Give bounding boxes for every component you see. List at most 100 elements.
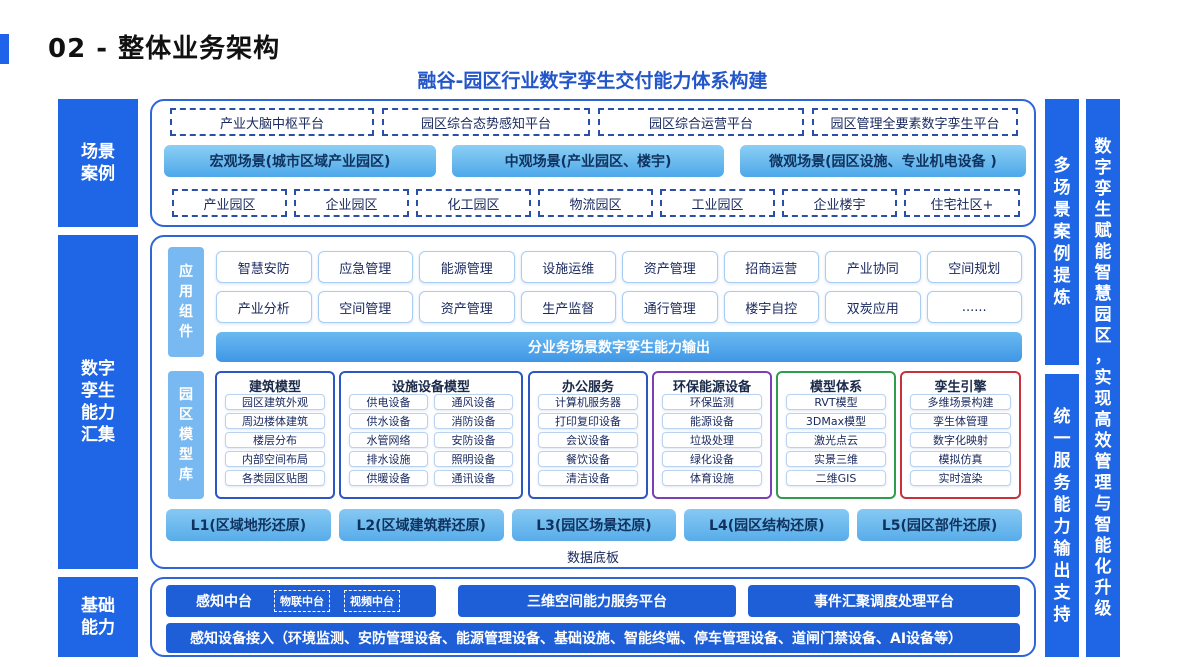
model-group-office: 办公服务 计算机服务器 打印复印设备 会议设备 餐饮设备 清洁设备 <box>528 371 648 499</box>
label-char: 场 <box>1053 178 1071 198</box>
label-char: 应 <box>179 264 193 280</box>
model-item: 供电设备 <box>349 394 428 410</box>
app-component: 空间管理 <box>317 291 413 323</box>
label-char: 管 <box>1094 451 1112 472</box>
model-item: 餐饮设备 <box>538 451 638 467</box>
group-title: 办公服务 <box>561 380 614 395</box>
label-char: 提 <box>1053 266 1071 286</box>
group-title: 设施设备模型 <box>391 380 470 395</box>
label-twin-capability: 数字 孪生 能力 汇集 <box>58 235 138 569</box>
park-type-box: 化工园区 <box>416 189 531 217</box>
platform-box: 园区管理全要素数字孪生平台 <box>812 108 1018 136</box>
app-component: 资产管理 <box>419 291 515 323</box>
label-char: 炼 <box>1053 288 1071 308</box>
scenario-meso: 中观场景(产业园区、楼宇) <box>452 145 724 177</box>
model-item: 多维场景构建 <box>910 394 1011 410</box>
platform-box: 园区综合运营平台 <box>598 108 804 136</box>
model-item: 能源设备 <box>662 413 762 429</box>
label-char: 出 <box>1053 560 1071 581</box>
app-component: 空间规划 <box>926 251 1022 283</box>
model-item: 实景三维 <box>786 451 886 467</box>
label-char: ， <box>1094 346 1112 367</box>
model-item: 体育设施 <box>662 470 762 486</box>
group-title: 建筑模型 <box>248 380 301 395</box>
label-char: 智 <box>1094 514 1112 535</box>
model-group-system: 模型体系 RVT模型 3DMax模型 激光点云 实景三维 二维GIS <box>776 371 896 499</box>
model-item: 数字化映射 <box>910 432 1011 448</box>
event-dispatch-platform: 事件汇聚调度处理平台 <box>748 585 1020 617</box>
label-scene-cases: 场景案例 <box>58 99 138 227</box>
label-char: 区 <box>1094 325 1112 346</box>
architecture-title: 融谷-园区行业数字孪生交付能力体系构建 <box>417 70 768 92</box>
model-item: 3DMax模型 <box>786 413 886 429</box>
label-base-capability: 基础能力 <box>58 577 138 657</box>
model-group-engine: 孪生引擎 多维场景构建 孪生体管理 数字化映射 模拟仿真 实时渲染 <box>900 371 1021 499</box>
app-component: 智慧安防 <box>216 251 312 283</box>
app-components-label: 应 用 组 件 <box>168 247 204 357</box>
label-char: 案 <box>1053 222 1071 242</box>
model-item: 孪生体管理 <box>910 413 1011 429</box>
label-char: 高 <box>1094 409 1112 430</box>
app-component: 能源管理 <box>419 251 515 283</box>
label-char: 化 <box>1094 556 1112 577</box>
label-char: 务 <box>1053 472 1071 493</box>
platform-box: 园区综合态势感知平台 <box>382 108 590 136</box>
label-char: 孪 <box>1094 178 1112 199</box>
model-item: 消防设备 <box>434 413 513 429</box>
label-char: 统 <box>1053 406 1071 427</box>
label-char: 持 <box>1053 604 1071 625</box>
label-char: 字 <box>1094 157 1112 178</box>
perception-platform: 感知中台 物联中台 视频中台 <box>166 585 436 617</box>
label-char: 库 <box>179 467 193 483</box>
park-type-box: 产业园区 <box>172 189 287 217</box>
twin-panel: 应 用 组 件 智慧安防 应急管理 能源管理 设施运维 资产管理 招商运营 产业… <box>150 235 1036 569</box>
scene-panel: 产业大脑中枢平台 园区综合态势感知平台 园区综合运营平台 园区管理全要素数字孪生… <box>150 99 1036 227</box>
model-item: 模拟仿真 <box>910 451 1011 467</box>
label-char: 输 <box>1053 538 1071 559</box>
group-title: 模型体系 <box>809 380 862 395</box>
label-char: 能 <box>1094 535 1112 556</box>
label-char: 服 <box>1053 450 1071 471</box>
video-platform-tag: 视频中台 <box>344 590 400 612</box>
label-unified-service: 统 一 服 务 能 力 输 出 支 持 <box>1045 374 1079 657</box>
label-char: 园 <box>1094 304 1112 325</box>
label-char: 区 <box>179 407 193 423</box>
park-type-box: 物流园区 <box>538 189 653 217</box>
model-item: 二维GIS <box>786 470 886 486</box>
title-accent-bar <box>0 34 9 64</box>
label-char: 智 <box>1094 262 1112 283</box>
model-item: 周边楼体建筑 <box>225 413 325 429</box>
model-item: RVT模型 <box>786 394 886 410</box>
label-text: 数字 <box>81 359 115 379</box>
model-item: 各类园区贴图 <box>225 470 325 486</box>
label-text: 能力 <box>81 618 115 638</box>
label-text: 基础 <box>81 596 115 616</box>
label-char: 理 <box>1094 472 1112 493</box>
model-item: 计算机服务器 <box>538 394 638 410</box>
label-char: 型 <box>179 447 193 463</box>
level-bar: L3(园区场景还原) <box>511 509 677 541</box>
app-component: 资产管理 <box>622 251 718 283</box>
level-bar: L2(区域建筑群还原) <box>338 509 504 541</box>
model-item: 绿化设备 <box>662 451 762 467</box>
label-char: 级 <box>1094 598 1112 619</box>
model-item: 水管网络 <box>349 432 428 448</box>
model-item: 激光点云 <box>786 432 886 448</box>
label-char: 模 <box>179 427 193 443</box>
level-bar: L4(园区结构还原) <box>684 509 850 541</box>
app-component: 设施运维 <box>520 251 616 283</box>
label-char: 一 <box>1053 428 1071 449</box>
label-char: 组 <box>179 304 193 320</box>
label-char: 数 <box>1094 136 1112 157</box>
model-item: 内部空间布局 <box>225 451 325 467</box>
model-item: 排水设施 <box>349 451 428 467</box>
label-multi-scene: 多 场 景 案 例 提 炼 <box>1045 99 1079 365</box>
model-item: 会议设备 <box>538 432 638 448</box>
model-item: 垃圾处理 <box>662 432 762 448</box>
label-char: 赋 <box>1094 220 1112 241</box>
app-component: 产业分析 <box>216 291 312 323</box>
label-char: 支 <box>1053 582 1071 603</box>
scenario-micro: 微观场景(园区设施、专业机电设备 ) <box>740 145 1026 177</box>
level-bar: L5(园区部件还原) <box>857 509 1022 541</box>
model-item: 打印复印设备 <box>538 413 638 429</box>
